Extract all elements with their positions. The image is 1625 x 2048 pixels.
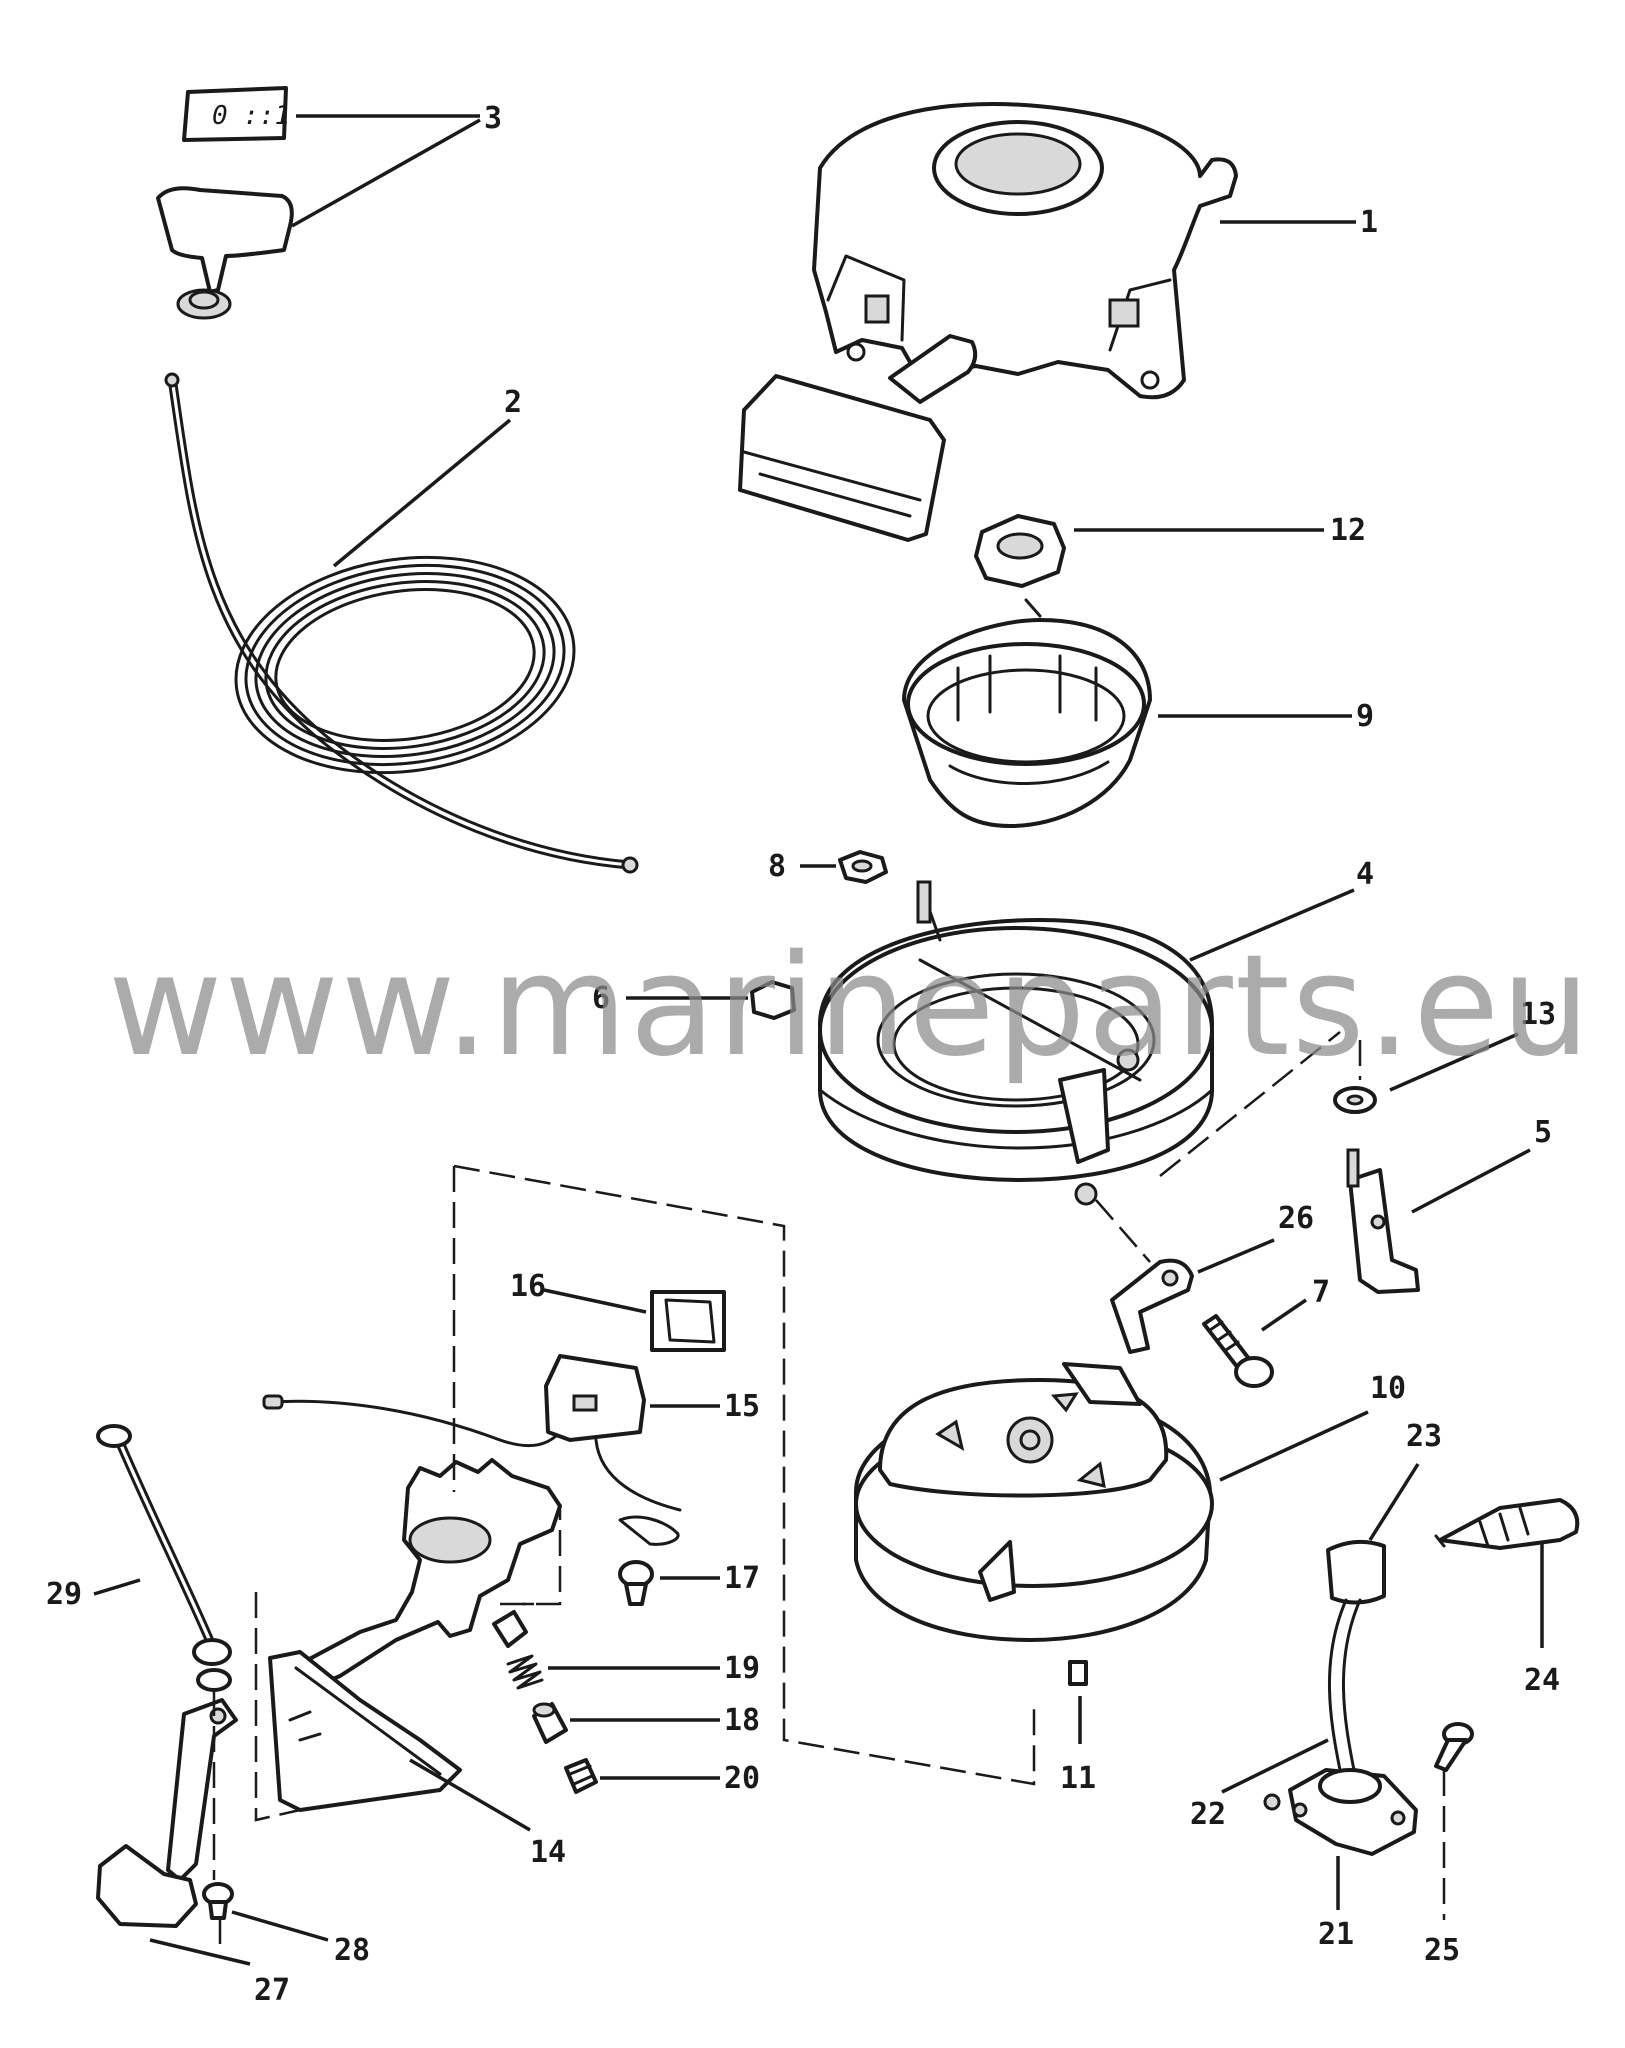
callout-19: 19 bbox=[724, 1651, 760, 1686]
callout-17: 17 bbox=[724, 1561, 760, 1596]
callout-20: 20 bbox=[724, 1761, 760, 1796]
part-19-spring[interactable] bbox=[506, 1654, 544, 1690]
watermark-text: www.marineparts.eu bbox=[108, 925, 1592, 1088]
part-27-throttle-arm[interactable] bbox=[96, 1698, 238, 1928]
callout-13: 13 bbox=[1520, 997, 1556, 1032]
callout-6: 6 bbox=[592, 981, 610, 1016]
callout-26: 26 bbox=[1278, 1201, 1314, 1236]
part-6-nut[interactable] bbox=[750, 980, 796, 1020]
part-28-screw[interactable] bbox=[202, 1882, 234, 1920]
callout-21: 21 bbox=[1318, 1917, 1354, 1952]
part-16-decal[interactable] bbox=[650, 1290, 726, 1352]
callout-27: 27 bbox=[254, 1973, 290, 2008]
callout-labels: 1 2 3 4 5 6 7 8 9 10 11 12 13 14 15 16 1… bbox=[46, 101, 1560, 2008]
part-20-set-screw[interactable] bbox=[564, 1758, 598, 1794]
part-11-key[interactable] bbox=[1068, 1660, 1088, 1686]
part-3-decal-and-handle[interactable]: 0 ::1 bbox=[156, 86, 294, 320]
svg-text:0 ::1: 0 ::1 bbox=[212, 101, 290, 131]
part-12-hex-nut[interactable] bbox=[974, 514, 1066, 588]
part-8-nut[interactable] bbox=[838, 850, 888, 884]
callout-29: 29 bbox=[46, 1577, 82, 1612]
callout-5: 5 bbox=[1534, 1115, 1552, 1150]
callout-12: 12 bbox=[1330, 513, 1366, 548]
callout-9: 9 bbox=[1356, 699, 1374, 734]
part-2-starter-rope[interactable] bbox=[164, 372, 639, 874]
callout-3: 3 bbox=[484, 101, 502, 136]
callout-25: 25 bbox=[1424, 1933, 1460, 1968]
part-17-screw[interactable] bbox=[618, 1515, 680, 1606]
part-29-ground-wire[interactable] bbox=[96, 1424, 232, 1692]
part-7-screw[interactable] bbox=[1202, 1314, 1274, 1388]
part-1-starter-housing[interactable] bbox=[738, 102, 1238, 542]
part-25-screw[interactable] bbox=[1434, 1722, 1474, 1772]
part-10-flywheel[interactable] bbox=[854, 1362, 1214, 1642]
part-5-bracket[interactable] bbox=[1346, 1148, 1420, 1294]
part-23-spark-plug-boot[interactable] bbox=[1326, 1539, 1386, 1605]
part-22-high-tension-lead[interactable] bbox=[1328, 1598, 1362, 1772]
part-9-rope-pulley[interactable] bbox=[902, 598, 1152, 828]
callout-28: 28 bbox=[334, 1933, 370, 1968]
part-4-stator-assembly[interactable] bbox=[818, 880, 1214, 1206]
part-18-plunger[interactable] bbox=[532, 1702, 568, 1744]
part-26-clip[interactable] bbox=[1110, 1258, 1194, 1354]
assembly-dashed-lines bbox=[212, 1031, 1446, 1944]
callout-1: 1 bbox=[1360, 205, 1378, 240]
callout-8: 8 bbox=[768, 849, 786, 884]
callout-10: 10 bbox=[1370, 1371, 1406, 1406]
callout-11: 11 bbox=[1060, 1761, 1096, 1796]
part-21-ignition-coil[interactable] bbox=[1263, 1768, 1418, 1856]
callout-7: 7 bbox=[1312, 1275, 1330, 1310]
part-15-ignition-module[interactable] bbox=[262, 1354, 682, 1512]
callout-15: 15 bbox=[724, 1389, 760, 1424]
callout-23: 23 bbox=[1406, 1419, 1442, 1454]
callout-14: 14 bbox=[530, 1835, 566, 1870]
callout-16: 16 bbox=[510, 1269, 546, 1304]
callout-2: 2 bbox=[504, 385, 522, 420]
callout-4: 4 bbox=[1356, 857, 1374, 892]
callout-22: 22 bbox=[1190, 1797, 1226, 1832]
callout-24: 24 bbox=[1524, 1663, 1560, 1698]
part-14-stator-plate[interactable] bbox=[268, 1458, 562, 1812]
part-13-washer[interactable] bbox=[1333, 1086, 1377, 1114]
part-24-spark-plug[interactable] bbox=[1434, 1498, 1580, 1550]
leader-lines bbox=[93, 114, 1544, 1966]
callout-18: 18 bbox=[724, 1703, 760, 1738]
